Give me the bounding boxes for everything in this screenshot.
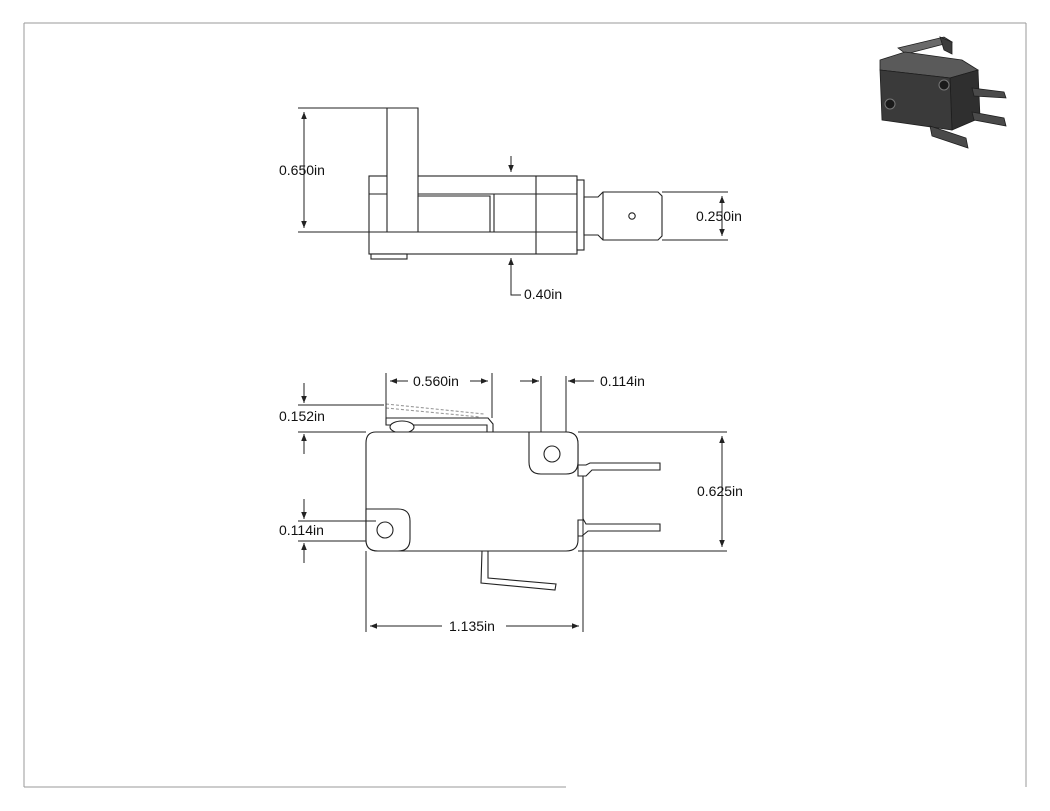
- dim-terminal-width: 0.250in: [696, 208, 742, 224]
- lower-mount-hole: [376, 521, 394, 539]
- iso-view: [879, 36, 1007, 149]
- dim-hole-offset-bottom: 0.114in: [279, 522, 324, 538]
- dim-lever-length: 0.560in: [413, 373, 459, 389]
- front-view-dimensions: [298, 373, 727, 632]
- dim-body-height: 0.625in: [697, 483, 743, 499]
- upper-terminal: [569, 462, 661, 477]
- sheet-border: [23, 22, 1027, 788]
- dim-body-length: 1.135in: [449, 618, 495, 634]
- dim-body-thickness: 0.40in: [524, 286, 562, 302]
- lever-roller: [389, 420, 415, 434]
- lower-terminal: [575, 516, 661, 537]
- dim-hole-offset-top: 0.114in: [600, 373, 645, 389]
- top-view-dimensions: [298, 107, 728, 296]
- terminal-hole: [628, 212, 636, 220]
- upper-mount-hole: [543, 445, 561, 463]
- top-view: [368, 107, 663, 260]
- dim-lever-rise: 0.152in: [279, 408, 325, 424]
- top-view-lever: [386, 107, 491, 233]
- dim-overall-height: 0.650in: [279, 162, 325, 178]
- front-view: [365, 403, 661, 591]
- top-view-terminal: [583, 191, 663, 241]
- common-terminal: [480, 550, 557, 591]
